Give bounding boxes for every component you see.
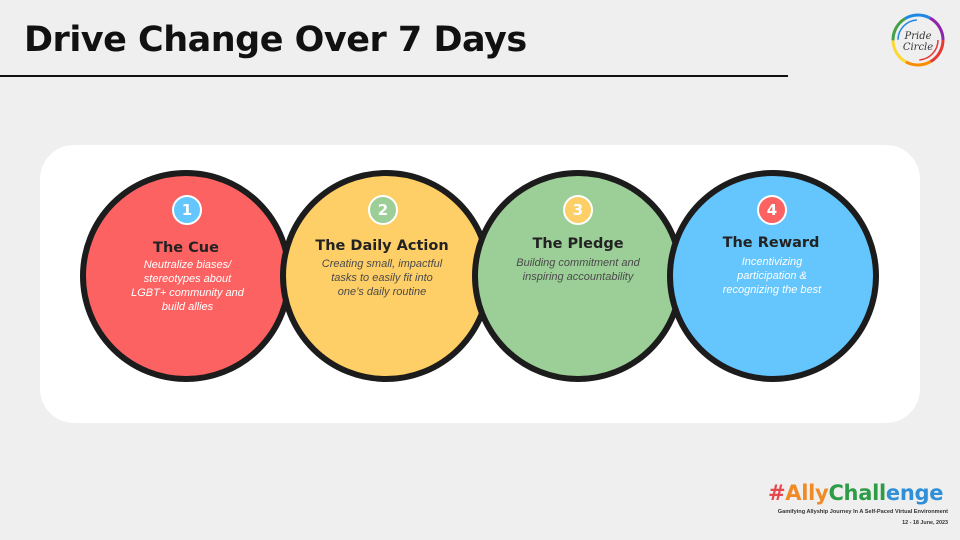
page-title: Drive Change Over 7 Days — [24, 20, 527, 60]
step-number: 4 — [766, 201, 778, 219]
campaign-tagline: Gamifying Allyship Journey In A Self-Pac… — [777, 509, 948, 515]
step-number: 1 — [181, 201, 193, 219]
step-description: Neutralize biases/ stereotypes about LGB… — [131, 259, 244, 313]
step-title: The Daily Action — [315, 238, 449, 254]
pride-circle-logo — [891, 13, 945, 67]
hashtag-part: enge — [885, 481, 944, 505]
step-title: The Cue — [153, 240, 219, 256]
step-description: Incentivizing participation & recognizin… — [722, 256, 822, 296]
step-title: The Pledge — [532, 236, 624, 252]
step-number: 2 — [377, 201, 389, 219]
step-description: Creating small, impactful tasks to easil… — [321, 258, 443, 298]
step-title: The Reward — [722, 235, 820, 251]
step-description: Building commitment and inspiring accoun… — [516, 257, 640, 283]
step-badge: 2 — [368, 195, 398, 225]
step-badge: 3 — [563, 195, 593, 225]
logo-text: Pride Circle — [902, 31, 934, 53]
step-number: 3 — [572, 201, 584, 219]
hashtag-part: Ally — [785, 481, 829, 505]
hashtag-part: # — [768, 481, 786, 505]
step-badge: 4 — [757, 195, 787, 225]
step-badge: 1 — [172, 195, 202, 225]
ally-challenge-wordmark: #AllyChallenge — [768, 481, 943, 505]
step-circle-reward — [667, 170, 879, 382]
hashtag-part: Chall — [828, 481, 886, 505]
campaign-dates: 12 - 18 June, 2023 — [902, 520, 948, 526]
title-underline — [0, 75, 788, 77]
